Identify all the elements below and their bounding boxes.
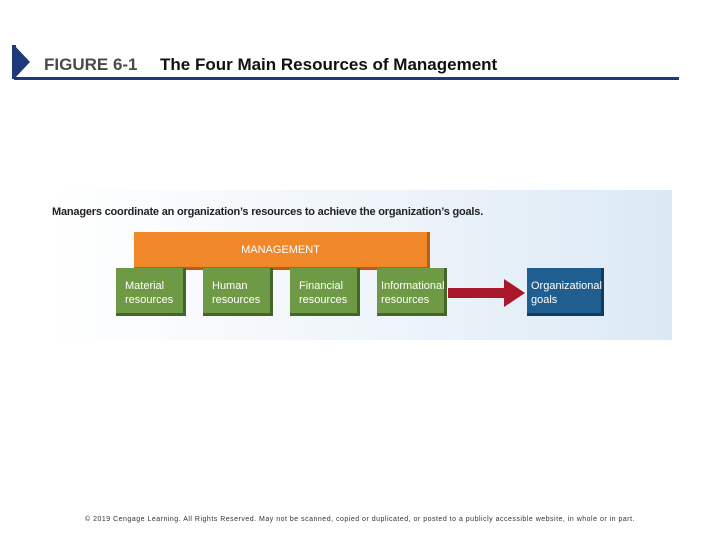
human-resources-box: Human resources	[203, 268, 273, 316]
material-resources-box: Material resources	[116, 268, 186, 316]
header-divider	[14, 77, 679, 80]
copyright-notice: © 2019 Cengage Learning. All Rights Rese…	[84, 516, 636, 523]
figure-label: FIGURE 6-1	[44, 55, 138, 74]
diagram-caption: Managers coordinate an organization’s re…	[52, 206, 484, 218]
figure-title: The Four Main Resources of Management	[160, 55, 498, 74]
financial-resources-box: Financial resources	[290, 268, 360, 316]
arrow-to-goals-icon	[448, 279, 525, 307]
informational-resources-box: Informational resources	[377, 268, 447, 316]
header-accent-triangle	[14, 45, 30, 79]
management-label: MANAGEMENT	[241, 244, 320, 256]
figure-header: FIGURE 6-1 The Four Main Resources of Ma…	[0, 0, 720, 90]
organizational-goals-box: Organizational goals	[527, 268, 604, 316]
management-box: MANAGEMENT	[134, 232, 430, 270]
